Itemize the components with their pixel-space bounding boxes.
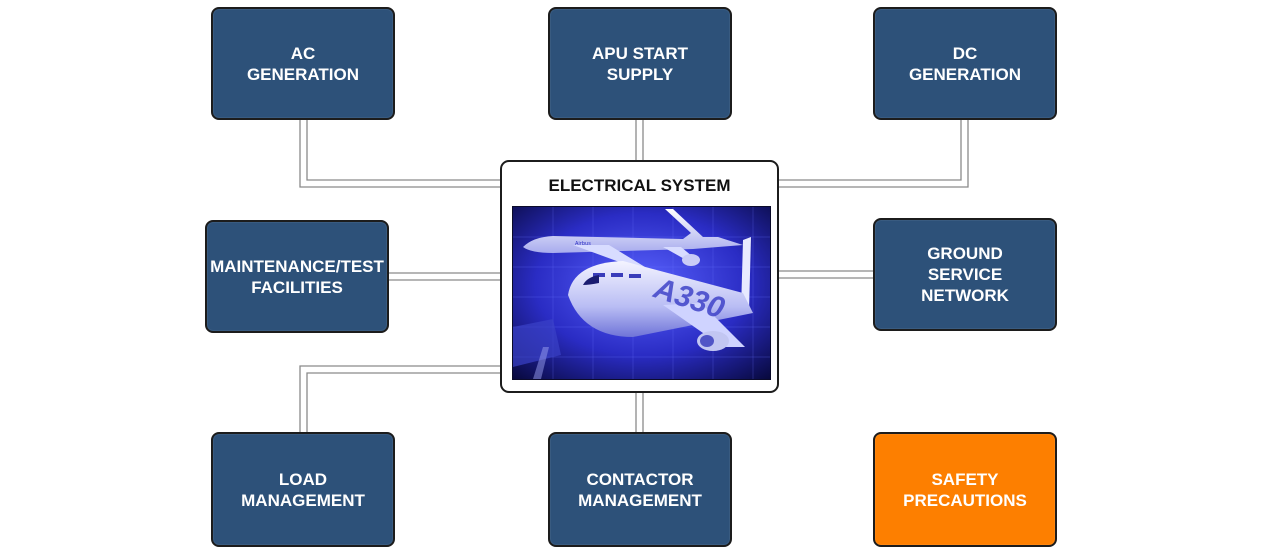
- electrical-system-panel: ELECTRICAL SYSTEM: [500, 160, 779, 393]
- aircraft-illustration: Airbus A330: [513, 207, 770, 379]
- connector-ac-generation: [299, 120, 500, 188]
- contactor-management-box[interactable]: CONTACTOR MANAGEMENT: [548, 432, 732, 547]
- maintenance-test-facilities-label: MAINTENANCE/TEST FACILITIES: [210, 256, 384, 297]
- apu-start-supply-box[interactable]: APU START SUPPLY: [548, 7, 732, 120]
- electrical-system-title: ELECTRICAL SYSTEM: [548, 176, 731, 195]
- safety-precautions-label: SAFETY PRECAUTIONS: [903, 469, 1027, 510]
- connector-dc-generation: [779, 120, 962, 181]
- load-management-box[interactable]: LOAD MANAGEMENT: [211, 432, 395, 547]
- connector-load-management: [299, 365, 500, 432]
- aircraft-photo: Airbus A330: [512, 206, 771, 380]
- background-aircraft: Airbus: [523, 209, 743, 267]
- ground-service-network-box[interactable]: GROUND SERVICE NETWORK: [873, 218, 1057, 331]
- ground-service-network-label: GROUND SERVICE NETWORK: [921, 244, 1009, 305]
- ac-generation-box[interactable]: AC GENERATION: [211, 7, 395, 120]
- safety-precautions-box[interactable]: SAFETY PRECAUTIONS: [873, 432, 1057, 547]
- load-management-label: LOAD MANAGEMENT: [241, 469, 365, 510]
- maintenance-test-facilities-box[interactable]: MAINTENANCE/TEST FACILITIES: [205, 220, 389, 333]
- contactor-management-label: CONTACTOR MANAGEMENT: [578, 469, 702, 510]
- svg-text:Airbus: Airbus: [575, 241, 591, 247]
- dc-generation-label: DC GENERATION: [908, 43, 1022, 84]
- apu-start-supply-label: APU START SUPPLY: [591, 43, 688, 84]
- ac-generation-label: AC GENERATION: [246, 43, 360, 84]
- foreground-aircraft-a330: A330: [568, 237, 753, 351]
- dc-generation-box[interactable]: DC GENERATION: [873, 7, 1057, 120]
